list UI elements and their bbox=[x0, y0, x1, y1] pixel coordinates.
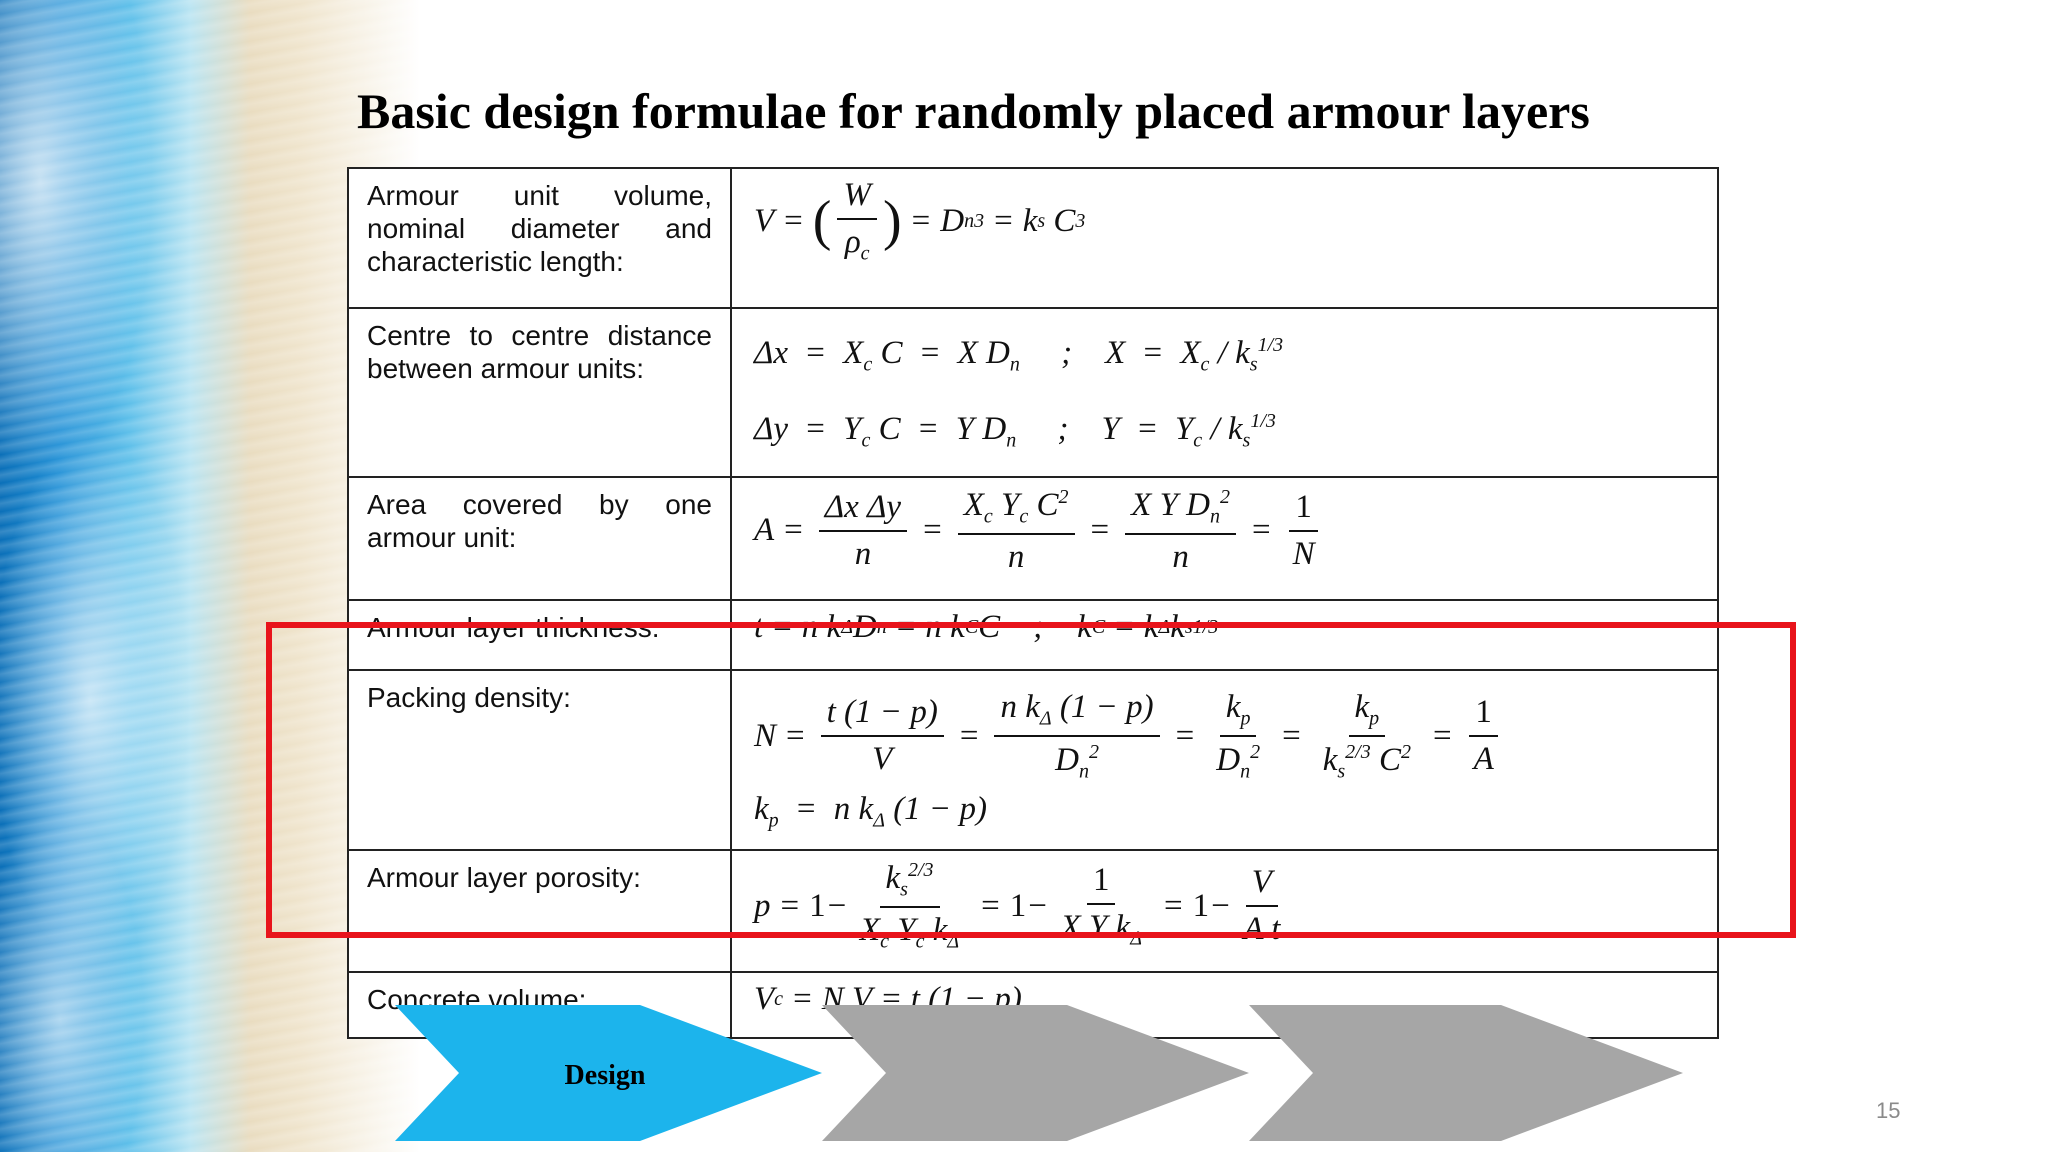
slide-title: Basic design formulae for randomly place… bbox=[357, 83, 1590, 139]
step-chevron-3[interactable] bbox=[1249, 1005, 1683, 1141]
row-label: Area covered by one armour unit: bbox=[347, 476, 732, 602]
table-row: Packing density: N = t (1 − p)V = n kΔ (… bbox=[347, 669, 1719, 852]
row-label: Centre to centre distance between armour… bbox=[347, 306, 732, 479]
highlight-box bbox=[266, 622, 1796, 938]
step-chevron-design[interactable] bbox=[395, 1005, 822, 1141]
row-formula: Δx = Xc C = X Dn ; X = Xc / ks1/3 Δy = Y… bbox=[730, 306, 1719, 479]
row-label: Armour unit volume, nominal diameter and… bbox=[347, 167, 732, 309]
table-row: Area covered by one armour unit: A = Δx … bbox=[347, 476, 1719, 602]
row-label: Armour layer porosity: bbox=[347, 849, 732, 974]
step-chevron-2[interactable] bbox=[822, 1005, 1249, 1141]
formula-centre-distance: Δx = Xc C = X Dn ; X = Xc / ks1/3 Δy = Y… bbox=[754, 334, 1284, 452]
step-label-design: Design bbox=[565, 1060, 646, 1091]
table-row: Centre to centre distance between armour… bbox=[347, 306, 1719, 479]
page-number: 15 bbox=[1876, 1098, 1901, 1123]
process-chevrons: Design bbox=[395, 1005, 1683, 1141]
table-row: Armour unit volume, nominal diameter and… bbox=[347, 167, 1719, 309]
row-label: Packing density: bbox=[347, 669, 732, 852]
